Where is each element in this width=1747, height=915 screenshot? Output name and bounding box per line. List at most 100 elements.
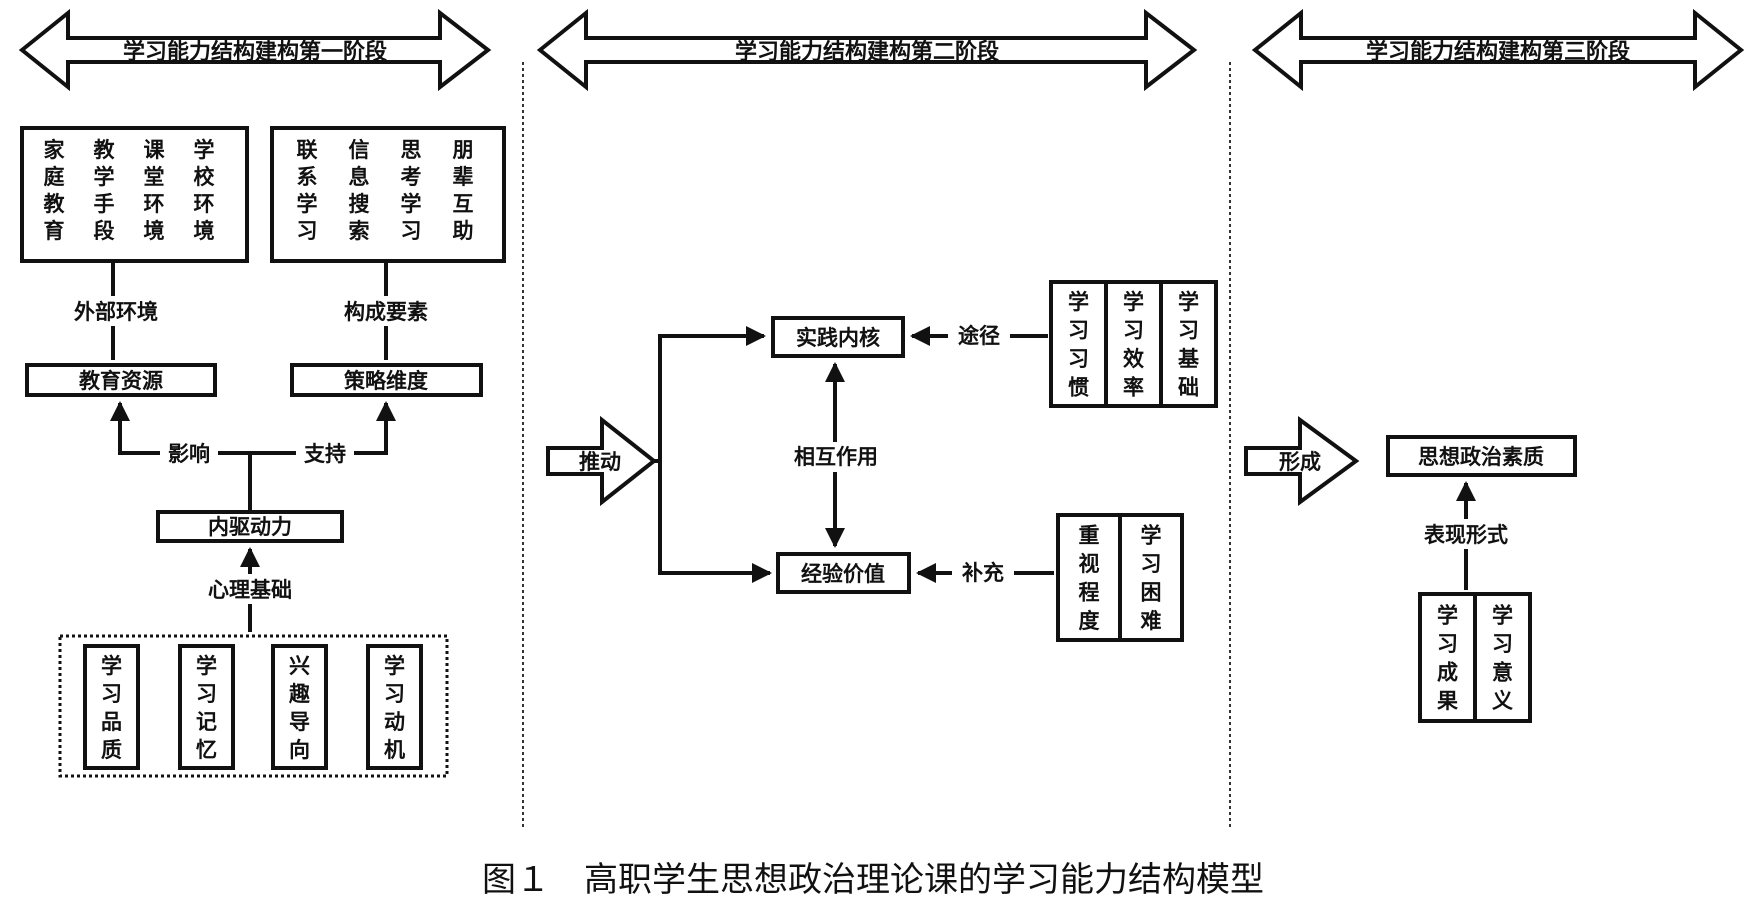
environment-char-r0-c2: 课 [144,138,166,162]
expression-item-char-1-1: 习 [1492,632,1513,656]
path-item-char-1-1: 习 [1123,318,1144,342]
psych-item-char-1-2: 记 [196,710,217,734]
psych-item-box-1 [178,644,235,770]
path-item-char-1-0: 学 [1123,290,1144,314]
psych-item-char-1-0: 学 [196,654,217,678]
environment-char-r3-c0: 育 [44,219,65,243]
psych-item-char-3-3: 机 [384,738,405,762]
path-item-char-0-3: 惯 [1068,375,1089,399]
strategy-char-r0-c0: 联 [297,138,318,162]
environment-box: 家教课学庭学堂校教手环环育段境境 [20,126,249,263]
label-expression: 表现形式 [1424,523,1508,547]
path-item-box-2 [1159,280,1218,408]
strategy-char-r3-c0: 习 [297,219,318,243]
expression-item-char-0-1: 习 [1437,632,1458,656]
label-external-env: 外部环境 [74,300,158,324]
strategy-dimension-text: 策略维度 [344,369,428,393]
push-arrow: 推动 [546,415,658,507]
label-path: 途径 [958,324,1000,348]
label-supplement: 补充 [961,561,1004,585]
inner-drive-text: 内驱动力 [208,515,292,539]
psych-item-char-0-2: 品 [101,710,122,734]
strategy-box: 联信思朋系息考辈学搜学互习索习助 [270,126,506,263]
path-item-char-0-0: 学 [1068,290,1089,314]
psych-items-group [58,634,449,778]
path-item-char-0-1: 习 [1068,318,1089,342]
supplement-item-char-1-0: 学 [1141,523,1162,547]
environment-char-r3-c2: 境 [144,219,165,243]
strategy-char-r2-c3: 互 [453,192,474,216]
strategy-char-r1-c1: 息 [349,165,370,189]
expression-item-char-0-0: 学 [1437,603,1458,627]
psych-item-char-2-1: 趣 [288,682,311,706]
path-item-char-1-3: 率 [1123,375,1144,399]
psych-item-char-1-3: 忆 [196,738,217,762]
strategy-char-r0-c2: 思 [401,138,422,162]
path-item-char-2-1: 习 [1178,318,1199,342]
quality-box: 思想政治素质 [1386,435,1577,477]
psych-item-box-3 [366,644,423,770]
strategy-grid: 联信思朋系息考辈学搜学互习索习助 [297,138,474,243]
environment-char-r1-c3: 校 [194,165,216,189]
strategy-char-r3-c3: 助 [453,219,474,243]
strategy-char-r3-c1: 索 [349,219,370,243]
supplement-item-char-1-3: 难 [1140,609,1162,633]
support-arrow [250,401,396,455]
figure-caption: 图１ 高职学生思想政治理论课的学习能力结构模型 [482,860,1264,900]
practice-core-text: 实践内核 [796,326,880,350]
psych-item-box-2 [271,644,328,770]
push-label: 推动 [579,450,621,474]
environment-char-r1-c1: 学 [94,165,115,189]
psych-item-box-0 [83,644,140,770]
label-components: 构成要素 [344,300,428,324]
strategy-char-r0-c1: 信 [349,138,370,162]
label-support: 支持 [304,442,346,466]
environment-char-r1-c2: 堂 [144,165,165,189]
expression-item-char-1-0: 学 [1492,603,1513,627]
psych-item-char-3-2: 动 [384,710,405,734]
label-interaction: 相互作用 [794,445,878,469]
path-item-char-1-2: 效 [1123,347,1144,371]
strategy-char-r1-c2: 考 [401,165,422,189]
environment-char-r2-c2: 环 [144,192,165,216]
expression-item-char-1-3: 义 [1492,689,1513,713]
environment-char-r0-c3: 学 [194,138,215,162]
supplement-item-box-0 [1056,513,1122,642]
supplement-item-char-1-1: 习 [1141,552,1162,576]
supplement-item-char-0-1: 视 [1079,552,1100,576]
push-to-experience-arrow [658,461,772,583]
supplement-item-char-0-0: 重 [1079,523,1100,547]
psych-item-char-3-1: 习 [384,682,405,706]
supplement-item-char-1-2: 困 [1141,580,1162,604]
psych-item-char-3-0: 学 [384,654,405,678]
expression-item-char-1-2: 意 [1492,660,1513,684]
path-item-char-0-2: 习 [1068,347,1089,371]
path-item-char-2-3: 础 [1178,375,1199,399]
label-psych-base: 心理基础 [208,578,292,602]
path-item-char-2-0: 学 [1178,290,1199,314]
experience-value-text: 经验价值 [801,562,885,586]
quality-text: 思想政治素质 [1418,445,1544,469]
stage-header-3: 学习能力结构建构第三阶段 [1251,8,1745,92]
strategy-char-r1-c3: 辈 [453,165,474,189]
psych-item-char-0-1: 习 [101,682,122,706]
edu-resources-text: 教育资源 [79,369,163,393]
environment-grid: 家教课学庭学堂校教手环环育段境境 [44,138,216,243]
push-to-practice-arrow [654,326,766,463]
strategy-char-r2-c2: 学 [401,192,422,216]
strategy-char-r2-c1: 搜 [349,192,371,216]
strategy-char-r1-c0: 系 [297,165,318,189]
environment-char-r3-c1: 段 [94,219,115,243]
form-arrow: 形成 [1244,416,1360,506]
expression-item-char-0-2: 成 [1437,660,1458,684]
environment-char-r2-c0: 教 [44,192,66,216]
psych-item-char-0-3: 质 [101,738,122,762]
expression-item-char-0-3: 果 [1437,689,1458,713]
form-label: 形成 [1279,450,1321,474]
environment-char-r3-c3: 境 [194,219,215,243]
practice-core-box: 实践内核 [771,316,905,358]
supplement-item-char-0-2: 程 [1079,580,1100,604]
